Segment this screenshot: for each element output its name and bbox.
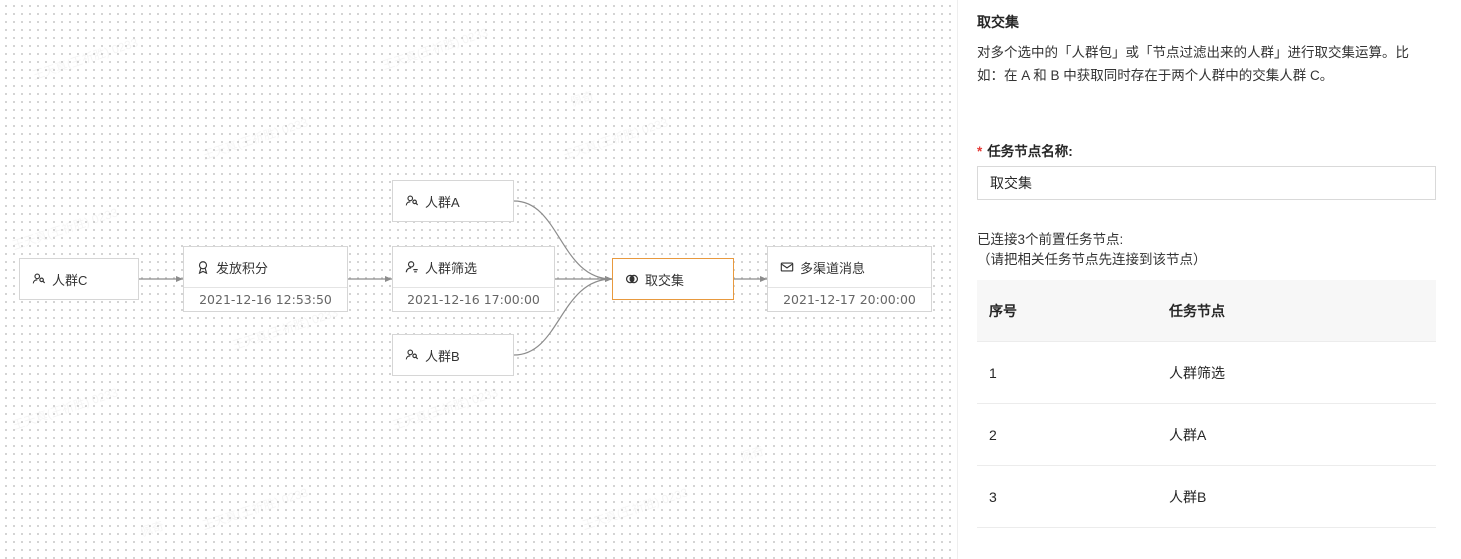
node-label: 人群筛选 (425, 260, 478, 276)
node-multi-channel-message[interactable]: 多渠道消息 2021-12-17 20:00:00 (767, 246, 932, 312)
node-time: 2021-12-17 20:00:00 (768, 287, 931, 311)
node-crowd-a[interactable]: 人群A (392, 180, 514, 222)
cell-index: 2 (989, 426, 997, 443)
award-icon (196, 260, 210, 274)
node-label: 人群A (425, 194, 460, 210)
task-name-label-text: 任务节点名称: (987, 144, 1073, 159)
panel-description: 对多个选中的「人群包」或「节点过滤出来的人群」进行取交集运算。比如：在 A 和 … (977, 45, 1409, 83)
node-label: 人群B (425, 348, 460, 364)
properties-panel: 取交集 对多个选中的「人群包」或「节点过滤出来的人群」进行取交集运算。比如：在 … (977, 0, 1437, 559)
watermark: 王天真(王祈胜) 0233 (580, 483, 690, 533)
watermark: 佩奇 (138, 517, 166, 541)
task-name-label: * 任务节点名称: (977, 140, 1073, 160)
required-mark: * (977, 144, 983, 159)
node-crowd-c[interactable]: 人群C (19, 258, 139, 300)
cell-index: 3 (989, 488, 997, 505)
mail-icon (780, 260, 794, 274)
crowd-icon (405, 194, 419, 208)
node-label: 发放积分 (216, 260, 269, 276)
table-row: 2 人群A (977, 404, 1436, 466)
node-crowd-filter[interactable]: 人群筛选 2021-12-16 17:00:00 (392, 246, 555, 312)
node-intersect[interactable]: 取交集 (612, 258, 734, 300)
cell-index: 1 (989, 364, 997, 381)
connected-count: 已连接3个前置任务节点: (977, 232, 1124, 247)
flow-canvas[interactable]: 王天真(王祈胜) 0233 王天真(王祈胜) 0233 王天真(王祈胜) 023… (0, 0, 958, 559)
watermark: 佩奇 (738, 442, 766, 466)
table-header: 序号 任务节点 (977, 280, 1436, 342)
cell-task-node: 人群筛选 (1169, 364, 1225, 381)
watermark: 佩奇 (568, 87, 596, 111)
task-name-input[interactable] (977, 166, 1436, 200)
table-row: 1 人群筛选 (977, 342, 1436, 404)
user-filter-icon (405, 260, 419, 274)
table-row: 3 人群B (977, 466, 1436, 528)
watermark: 王天真(王祈胜) 0233 (10, 203, 120, 253)
connected-hint: （请把相关任务节点先连接到该节点） (977, 252, 1207, 267)
crowd-icon (32, 272, 46, 286)
node-label: 多渠道消息 (800, 260, 866, 276)
predecessor-table: 序号 任务节点 1 人群筛选 2 人群A 3 人群B (977, 280, 1436, 528)
node-time: 2021-12-16 12:53:50 (184, 287, 347, 311)
connected-info: 已连接3个前置任务节点: （请把相关任务节点先连接到该节点） (977, 230, 1207, 270)
watermark: 王天真(王祈胜) 0233 (200, 113, 310, 163)
node-crowd-b[interactable]: 人群B (392, 334, 514, 376)
watermark: 王天真(王祈胜) 0233 (390, 383, 500, 433)
column-header-index: 序号 (989, 302, 1017, 319)
node-label: 取交集 (645, 272, 685, 288)
node-send-points[interactable]: 发放积分 2021-12-16 12:53:50 (183, 246, 348, 312)
watermark: 王天真(王祈胜) 0233 (200, 483, 310, 533)
node-label: 人群C (52, 272, 88, 288)
watermark: 王天真(王祈胜) 0233 (380, 23, 490, 73)
panel-title: 取交集 (977, 14, 1019, 30)
cell-task-node: 人群A (1169, 426, 1207, 443)
column-header-task-node: 任务节点 (1169, 302, 1225, 319)
watermark: 王天真(王祈胜) 0233 (560, 113, 670, 163)
watermark: 王天真(王祈胜) 0233 (10, 383, 120, 433)
watermark: 王天真(王祈胜) 0233 (30, 33, 140, 83)
cell-task-node: 人群B (1169, 488, 1207, 505)
crowd-icon (405, 348, 419, 362)
intersect-icon (625, 272, 639, 286)
node-time: 2021-12-16 17:00:00 (393, 287, 554, 311)
